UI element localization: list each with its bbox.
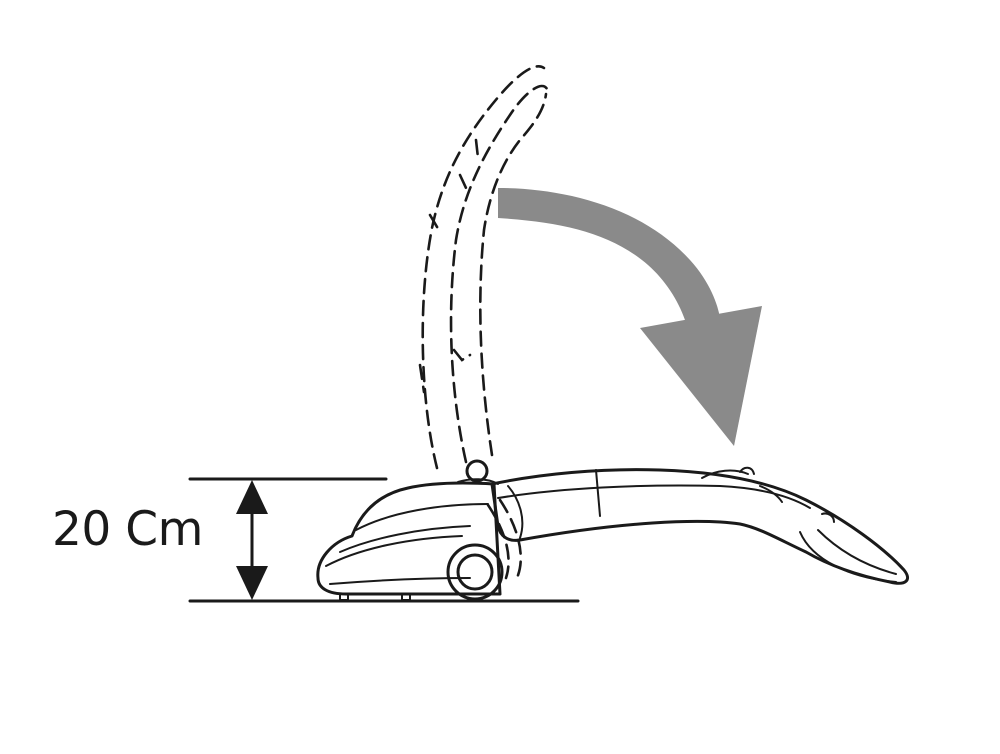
mower-body: [316, 481, 502, 601]
pivot-knob: [457, 459, 499, 485]
handle-folded: [490, 466, 909, 585]
rotation-arrow-icon: [498, 188, 762, 446]
rear-wheel: [446, 543, 504, 601]
dimension-marker: [188, 477, 580, 603]
arrow-down-icon: [236, 566, 268, 600]
height-dimension-label: 20 Cm: [52, 502, 203, 557]
handle-upright-dashed: [418, 65, 550, 582]
arrow-up-icon: [236, 480, 268, 514]
